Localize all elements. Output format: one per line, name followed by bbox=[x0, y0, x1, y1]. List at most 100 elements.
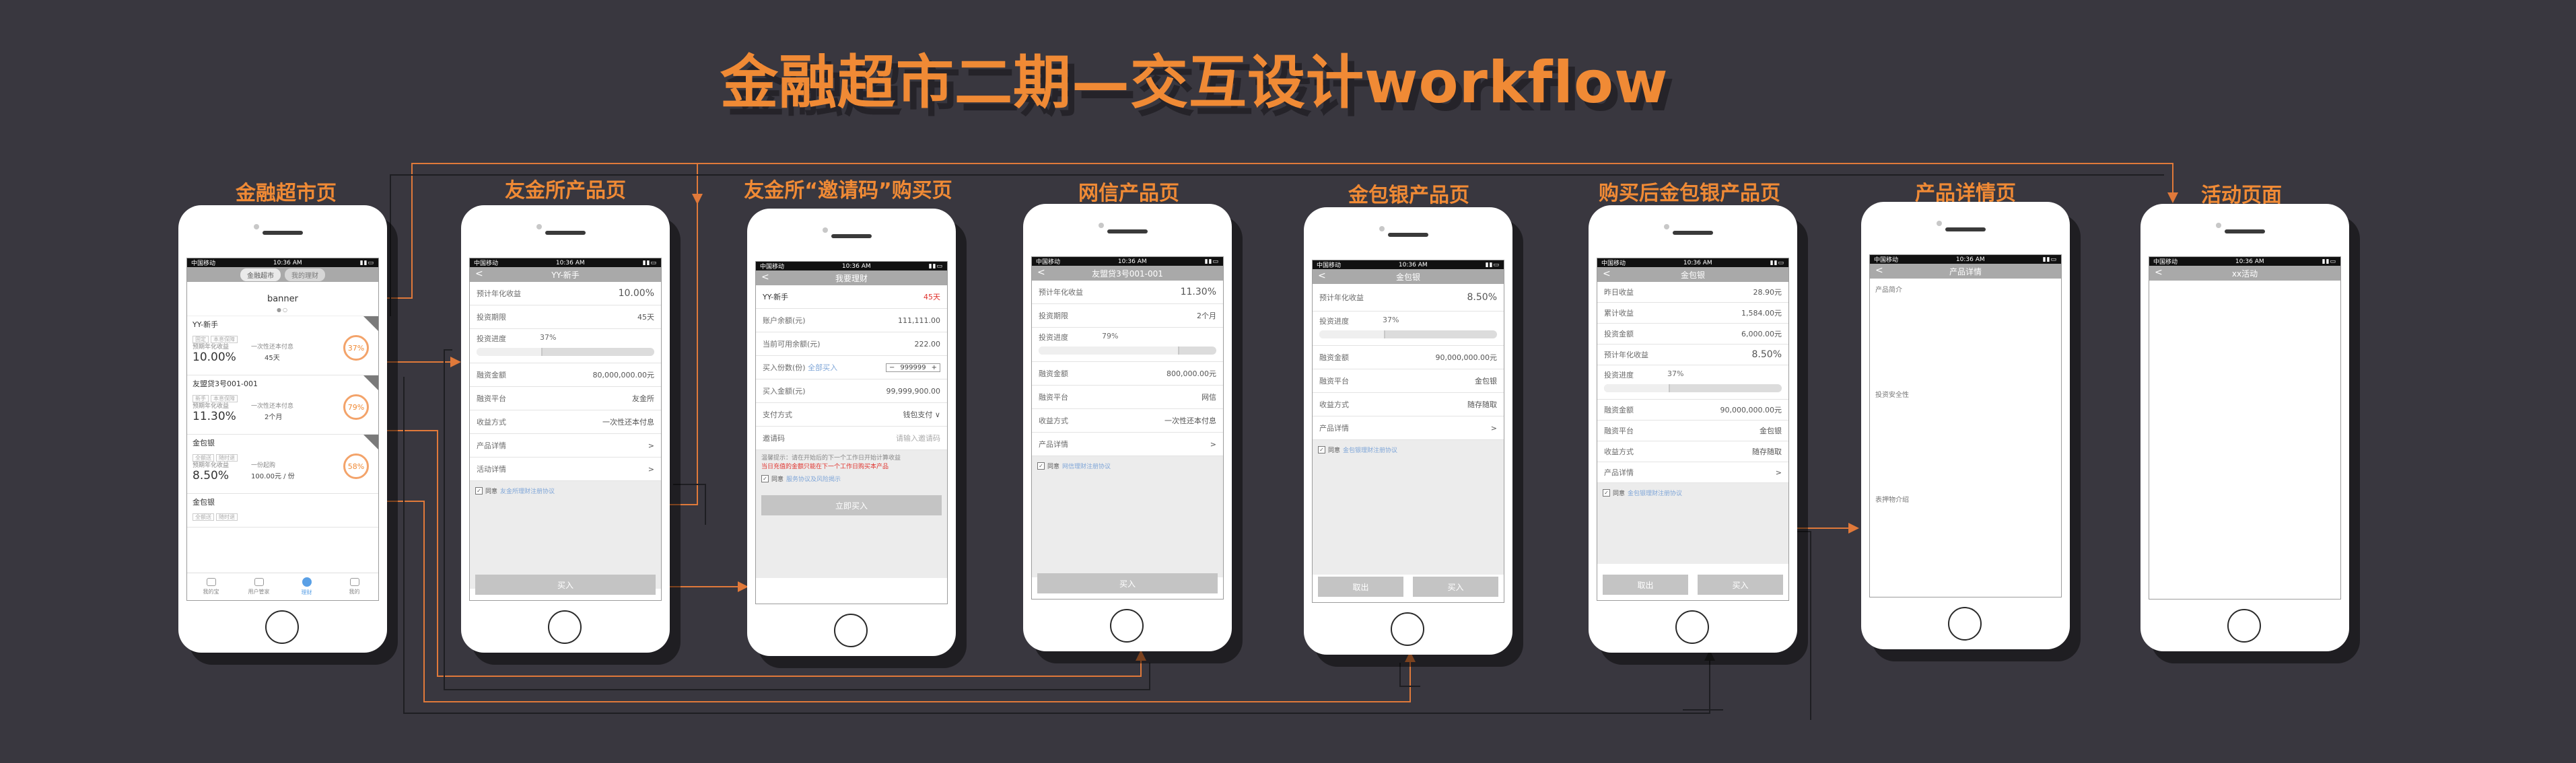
agreement[interactable]: ✓同意金包银理财注册协议 bbox=[1313, 440, 1504, 460]
battery-icon: ▮▮▭ bbox=[1770, 259, 1784, 266]
home-button[interactable] bbox=[265, 610, 299, 644]
home-button[interactable] bbox=[1948, 607, 1982, 641]
back-icon[interactable]: < bbox=[1603, 268, 1611, 279]
tab-market[interactable]: 金融超市 bbox=[240, 268, 281, 281]
finance-icon bbox=[302, 577, 312, 587]
back-icon[interactable]: < bbox=[1037, 267, 1045, 278]
back-icon[interactable]: < bbox=[761, 272, 769, 283]
screen-title-jby: 金包银产品页 bbox=[1348, 184, 1469, 207]
footer-area: ✓同意金包银理财注册协议 bbox=[1597, 483, 1788, 564]
agreement[interactable]: ✓同意网信理财注册协议 bbox=[1032, 456, 1223, 476]
agreement[interactable]: ✓同意友金所理财注册协议 bbox=[470, 481, 661, 501]
tabbar-item[interactable]: 我的 bbox=[330, 573, 378, 600]
withdraw-button[interactable]: 取出 bbox=[1603, 575, 1688, 595]
product-tags: 新手本息保障 bbox=[193, 390, 373, 403]
home-button[interactable] bbox=[1391, 612, 1424, 646]
activity-detail-link[interactable]: 活动详情> bbox=[470, 458, 661, 481]
home-button[interactable] bbox=[1110, 609, 1144, 643]
progress-bar bbox=[1319, 330, 1497, 338]
product-rate-col: 预期年化收益 11.30% bbox=[193, 403, 236, 423]
banner[interactable]: banner ●○ bbox=[187, 282, 378, 316]
tab-bar: 我的宝 用户管家 理财 我的 bbox=[187, 573, 378, 600]
info-row: 融资平台网信 bbox=[1032, 386, 1223, 409]
invite-code-field[interactable]: 邀请码请输入邀请码 bbox=[756, 427, 947, 450]
agreement[interactable]: ✓同意服务协议及风险揭示 bbox=[756, 472, 947, 488]
payment-method-select[interactable]: 支付方式钱包支付 ∨ bbox=[756, 403, 947, 427]
product-card[interactable]: 友盟贷3号001-001 新手本息保障 预期年化收益 11.30% 一次性还本付… bbox=[187, 375, 378, 435]
back-icon[interactable]: < bbox=[1318, 270, 1326, 281]
product-tags: 固定本息保障 bbox=[193, 331, 373, 344]
info-row: 当前可用余额(元)222.00 bbox=[756, 332, 947, 356]
action-buttons: 取出 买入 bbox=[1603, 575, 1783, 595]
banner-label: banner bbox=[267, 293, 299, 304]
phone-market: 中国移动 10:36 AM ▮▮▭ 金融超市 我的理财 banner ●○ YY… bbox=[178, 205, 387, 653]
withdraw-button[interactable]: 取出 bbox=[1318, 577, 1403, 597]
nav-title: YY-新手 bbox=[551, 270, 580, 280]
progress-bar bbox=[477, 348, 654, 356]
progress-ring: 37% bbox=[343, 335, 369, 361]
buy-button[interactable]: 买入 bbox=[475, 575, 656, 595]
progress-bar bbox=[1039, 347, 1216, 355]
jby-navbar: < 金包银 bbox=[1313, 269, 1504, 284]
buy-all-link[interactable]: 全部买入 bbox=[808, 363, 838, 372]
checkbox-icon: ✓ bbox=[1603, 489, 1610, 497]
carrier: 中国移动 bbox=[191, 260, 216, 267]
checkbox-icon: ✓ bbox=[475, 487, 483, 495]
back-icon[interactable]: < bbox=[1875, 265, 1883, 276]
product-card[interactable]: 金包银 全额送随时退 bbox=[187, 494, 378, 528]
back-icon[interactable]: < bbox=[475, 268, 483, 279]
buy-now-button[interactable]: 立即买入 bbox=[761, 495, 942, 515]
connector-activity-detail bbox=[656, 164, 698, 505]
yjs-navbar: < YY-新手 bbox=[470, 267, 661, 282]
tabbar-item[interactable]: 我的宝 bbox=[187, 573, 235, 600]
product-term-col: 一次性还本付息 45天 bbox=[251, 344, 294, 362]
tab-my-finance[interactable]: 我的理财 bbox=[285, 268, 325, 281]
product-detail-link[interactable]: 产品详情> bbox=[1032, 433, 1223, 456]
home-button[interactable] bbox=[2227, 609, 2261, 643]
agreement[interactable]: ✓同意金包银理财注册协议 bbox=[1597, 483, 1788, 503]
home-button[interactable] bbox=[548, 610, 582, 644]
battery-icon: ▮▮▭ bbox=[359, 259, 374, 266]
product-term-col: 一份起购 100.00元 / 份 bbox=[251, 462, 295, 480]
connector-dark-7 bbox=[1790, 531, 1811, 720]
speaker-slot bbox=[263, 231, 303, 235]
home-button[interactable] bbox=[834, 614, 868, 647]
product-detail-link[interactable]: 产品详情> bbox=[1313, 416, 1504, 440]
buy-button[interactable]: 买入 bbox=[1037, 573, 1218, 593]
product-name: 友盟贷3号001-001 bbox=[193, 379, 258, 388]
buy-button[interactable]: 买入 bbox=[1413, 577, 1498, 597]
quantity-stepper[interactable]: −999999+ bbox=[886, 363, 940, 372]
info-row: 收益方式随存随取 bbox=[1597, 441, 1788, 462]
checkbox-icon: ✓ bbox=[1318, 446, 1325, 453]
product-card[interactable]: YY-新手 固定本息保障 预期年化收益 10.00% 一次性还本付息 45天 3… bbox=[187, 316, 378, 375]
market-navbar: 金融超市 我的理财 bbox=[187, 267, 378, 282]
action-buttons: 取出 买入 bbox=[1318, 577, 1498, 597]
footer-area: ✓同意金包银理财注册协议 bbox=[1313, 440, 1504, 575]
info-row: 融资平台金包银 bbox=[1313, 369, 1504, 393]
product-detail-link[interactable]: 产品详情> bbox=[470, 434, 661, 458]
tabbar-item[interactable]: 理财 bbox=[283, 573, 330, 600]
product-card[interactable]: 金包银 全额送随时退 预期年化收益 8.50% 一份起购 100.00元 / 份… bbox=[187, 435, 378, 494]
tabbar-item[interactable]: 用户管家 bbox=[235, 573, 283, 600]
info-row: 融资平台金包银 bbox=[1597, 421, 1788, 441]
product-tags: 全额送随时退 bbox=[193, 509, 373, 521]
product-detail-link[interactable]: 产品详情> bbox=[1597, 462, 1788, 483]
section-collateral: 表押物介绍 bbox=[1875, 497, 1909, 504]
back-icon[interactable]: < bbox=[2155, 267, 2163, 278]
home-button[interactable] bbox=[1675, 610, 1709, 644]
buy-button[interactable]: 买入 bbox=[1698, 575, 1783, 595]
